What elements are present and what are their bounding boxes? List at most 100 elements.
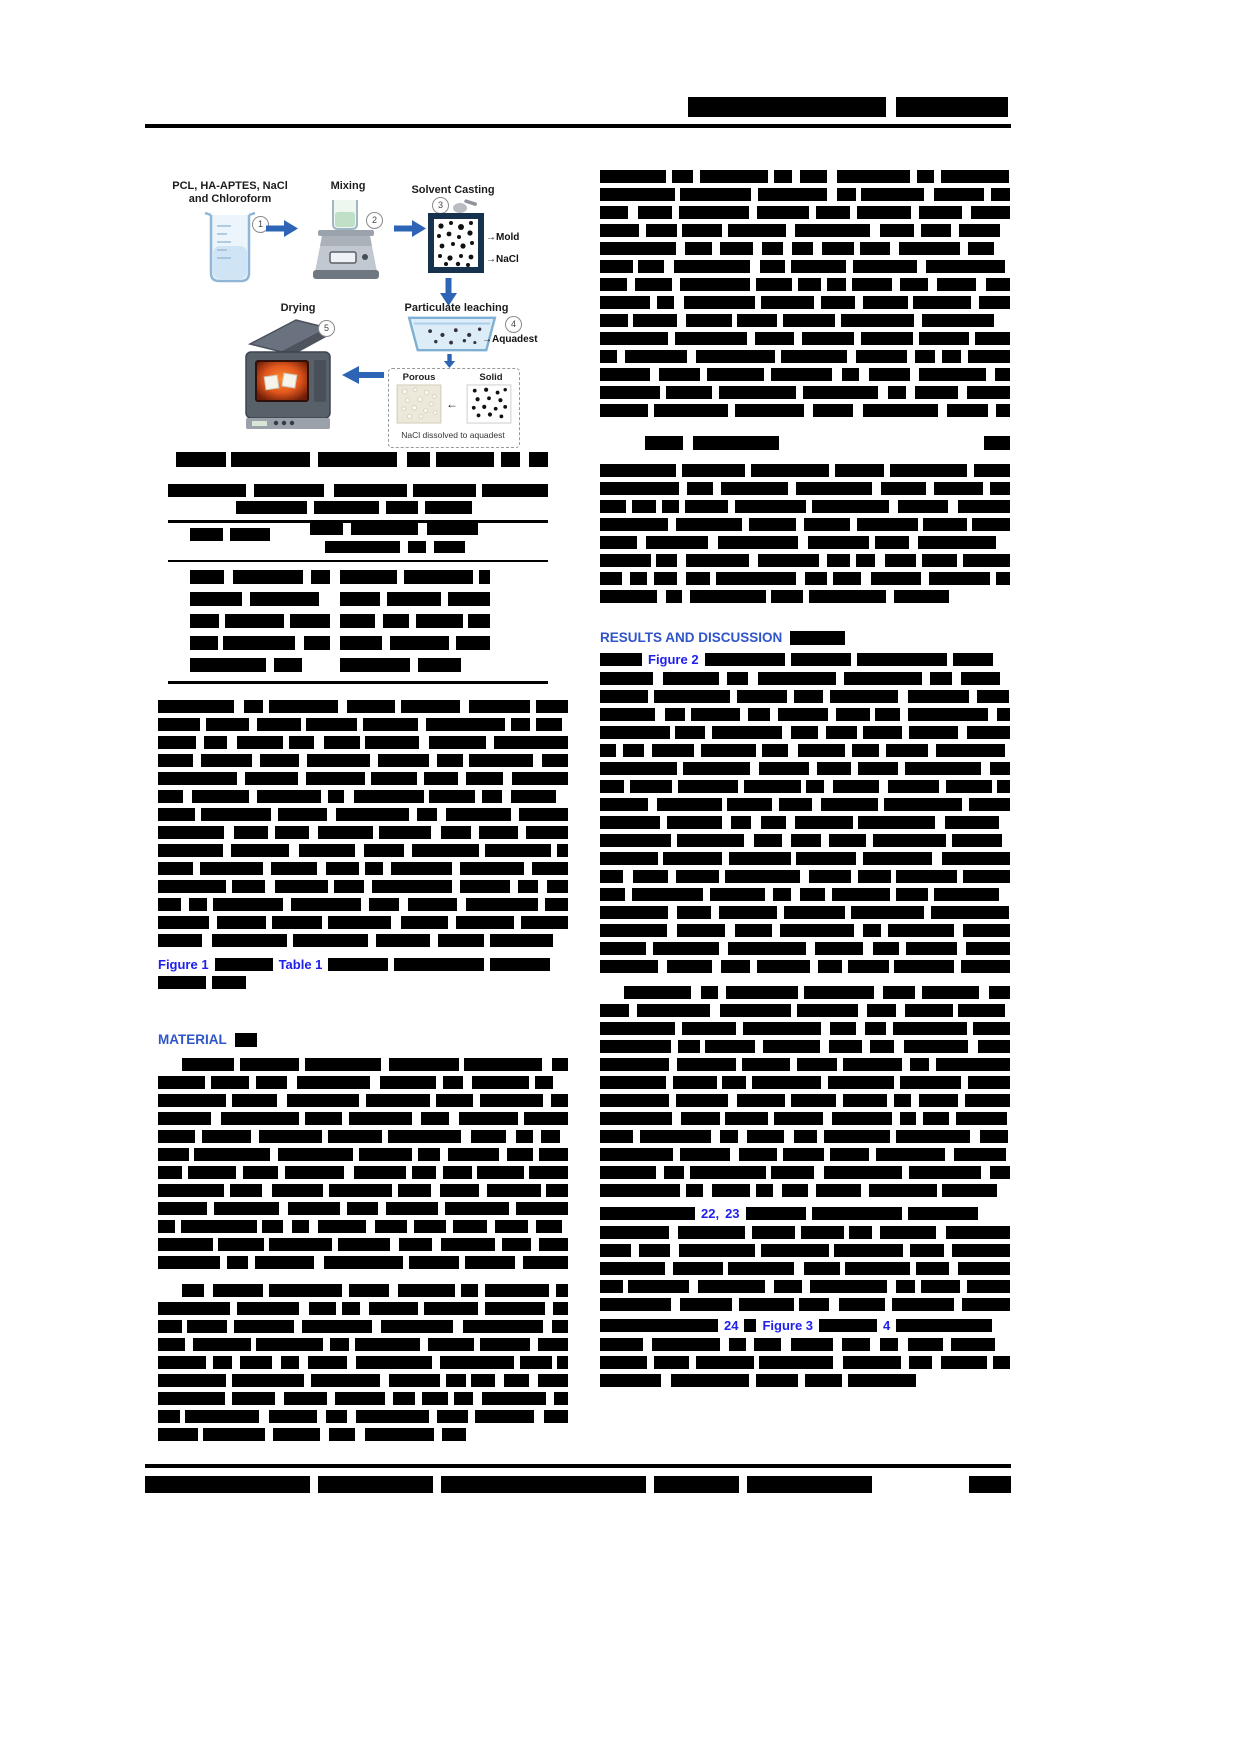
- redaction-line: [158, 880, 568, 893]
- redaction-line: [190, 658, 330, 672]
- redaction-line: [158, 862, 568, 875]
- redacted-text: [688, 97, 886, 117]
- table1-link[interactable]: Table 1: [278, 957, 323, 972]
- redaction-line: [310, 541, 485, 553]
- redaction-line: [158, 700, 568, 713]
- redaction-line: [158, 898, 568, 911]
- redaction-line: [158, 1410, 568, 1423]
- redaction-line: [158, 1202, 568, 1215]
- arrow-right-glyph-icon: →: [482, 334, 492, 345]
- mold-annotation: →Mold: [486, 232, 519, 244]
- redaction-line: [600, 368, 1010, 381]
- redaction-line: [600, 1004, 1010, 1017]
- figure2-link[interactable]: Figure 2: [648, 652, 699, 667]
- footer-text-redacted: [145, 1476, 1011, 1493]
- redaction-line: [158, 1094, 568, 1107]
- redacted-paragraph: [600, 986, 1010, 1202]
- redaction-line: [600, 1058, 1010, 1071]
- redaction-line: [600, 278, 1010, 291]
- redaction-line: [600, 206, 1010, 219]
- leach-inset-caption: NaCl dissolved to aquadest: [401, 430, 505, 440]
- table-header-redacted: [190, 528, 270, 541]
- redaction-line: [158, 790, 568, 803]
- equation-line-redacted: [600, 436, 1010, 450]
- leaching-tray-icon: [407, 316, 497, 352]
- redaction-line: [600, 224, 1010, 237]
- redacted-paragraph: [600, 170, 1010, 422]
- redaction-line: [158, 1284, 568, 1297]
- table-mid-rule: [168, 560, 548, 562]
- redaction-line: [190, 570, 330, 584]
- redaction-line: [310, 523, 485, 535]
- redacted-text: [952, 653, 993, 666]
- stirrer-icon: [453, 199, 477, 213]
- aquadest-label: Aquadest: [492, 334, 538, 345]
- redaction-line: [168, 484, 548, 497]
- arrow-left-icon: [342, 366, 384, 384]
- redaction-line: [158, 1058, 568, 1071]
- arrow-right-icon: [266, 220, 298, 237]
- redaction-line: [600, 798, 1010, 811]
- redaction-line: [600, 536, 1010, 549]
- redaction-line: [600, 242, 1010, 255]
- table-body-redacted: [190, 570, 330, 680]
- redaction-line: [600, 762, 1010, 775]
- figure1-link[interactable]: Figure 1: [158, 957, 209, 972]
- redacted-paragraph: [158, 1058, 568, 1274]
- redaction-line: [340, 614, 490, 628]
- figure-step3-label: Solvent Casting: [411, 184, 495, 196]
- redaction-line: [340, 570, 490, 584]
- ref23-link[interactable]: 23: [725, 1206, 740, 1221]
- furnace-icon: [245, 319, 331, 429]
- redaction-line: [600, 780, 1010, 793]
- results-heading-text: RESULTS AND DISCUSSION: [600, 630, 783, 645]
- redaction-line: [600, 1262, 1010, 1275]
- redaction-line: [158, 1302, 568, 1315]
- redaction-line: [158, 772, 568, 785]
- redaction-line: [158, 754, 568, 767]
- table-caption-redacted: [168, 484, 548, 518]
- solid-sample-icon: [466, 384, 512, 424]
- redaction-line: [158, 1076, 568, 1089]
- redaction-line: [600, 1244, 1010, 1257]
- redacted-text: [234, 1032, 257, 1047]
- redaction-line: [158, 1320, 568, 1333]
- arrow-right-icon: [394, 220, 426, 237]
- redaction-line: [600, 834, 1010, 847]
- redaction-line: [158, 1184, 568, 1197]
- table-header-redacted: [310, 523, 485, 559]
- redacted-text: [214, 958, 273, 971]
- redacted-text: [490, 958, 551, 971]
- reference-line: Figure 2: [600, 652, 1010, 667]
- redaction-line: [600, 296, 1010, 309]
- material-heading-text: MATERIAL: [158, 1032, 227, 1047]
- redaction-line: [600, 518, 1010, 531]
- redaction-line: [600, 260, 1010, 273]
- redacted-text: [600, 1319, 718, 1332]
- redacted-text: [145, 1476, 310, 1493]
- ref22-link[interactable]: 22,: [701, 1206, 720, 1221]
- redaction-line: [600, 404, 1010, 417]
- figure3-link[interactable]: Figure 3: [762, 1318, 814, 1333]
- redacted-text: [896, 97, 1008, 117]
- redaction-line: [158, 1238, 568, 1251]
- ref4-link[interactable]: 4: [883, 1318, 891, 1333]
- redacted-text: [856, 653, 947, 666]
- redaction-line: [600, 1166, 1010, 1179]
- redaction-line: [158, 718, 568, 731]
- reference-line: Figure 1 Table 1: [158, 957, 568, 972]
- porous-sample-icon: [396, 384, 442, 424]
- redaction-line: [600, 386, 1010, 399]
- mold-label: Mold: [496, 232, 520, 243]
- redaction-line: [600, 482, 1010, 495]
- redacted-text: [600, 653, 642, 666]
- step-number-badge: 1: [252, 216, 269, 233]
- redaction-line: [600, 888, 1010, 901]
- redaction-line: [600, 1112, 1010, 1125]
- redaction-line: [600, 1130, 1010, 1143]
- redacted-text: [811, 1207, 902, 1220]
- redaction-line: [600, 590, 1010, 603]
- redaction-line: [190, 614, 330, 628]
- ref24-link[interactable]: 24: [724, 1318, 739, 1333]
